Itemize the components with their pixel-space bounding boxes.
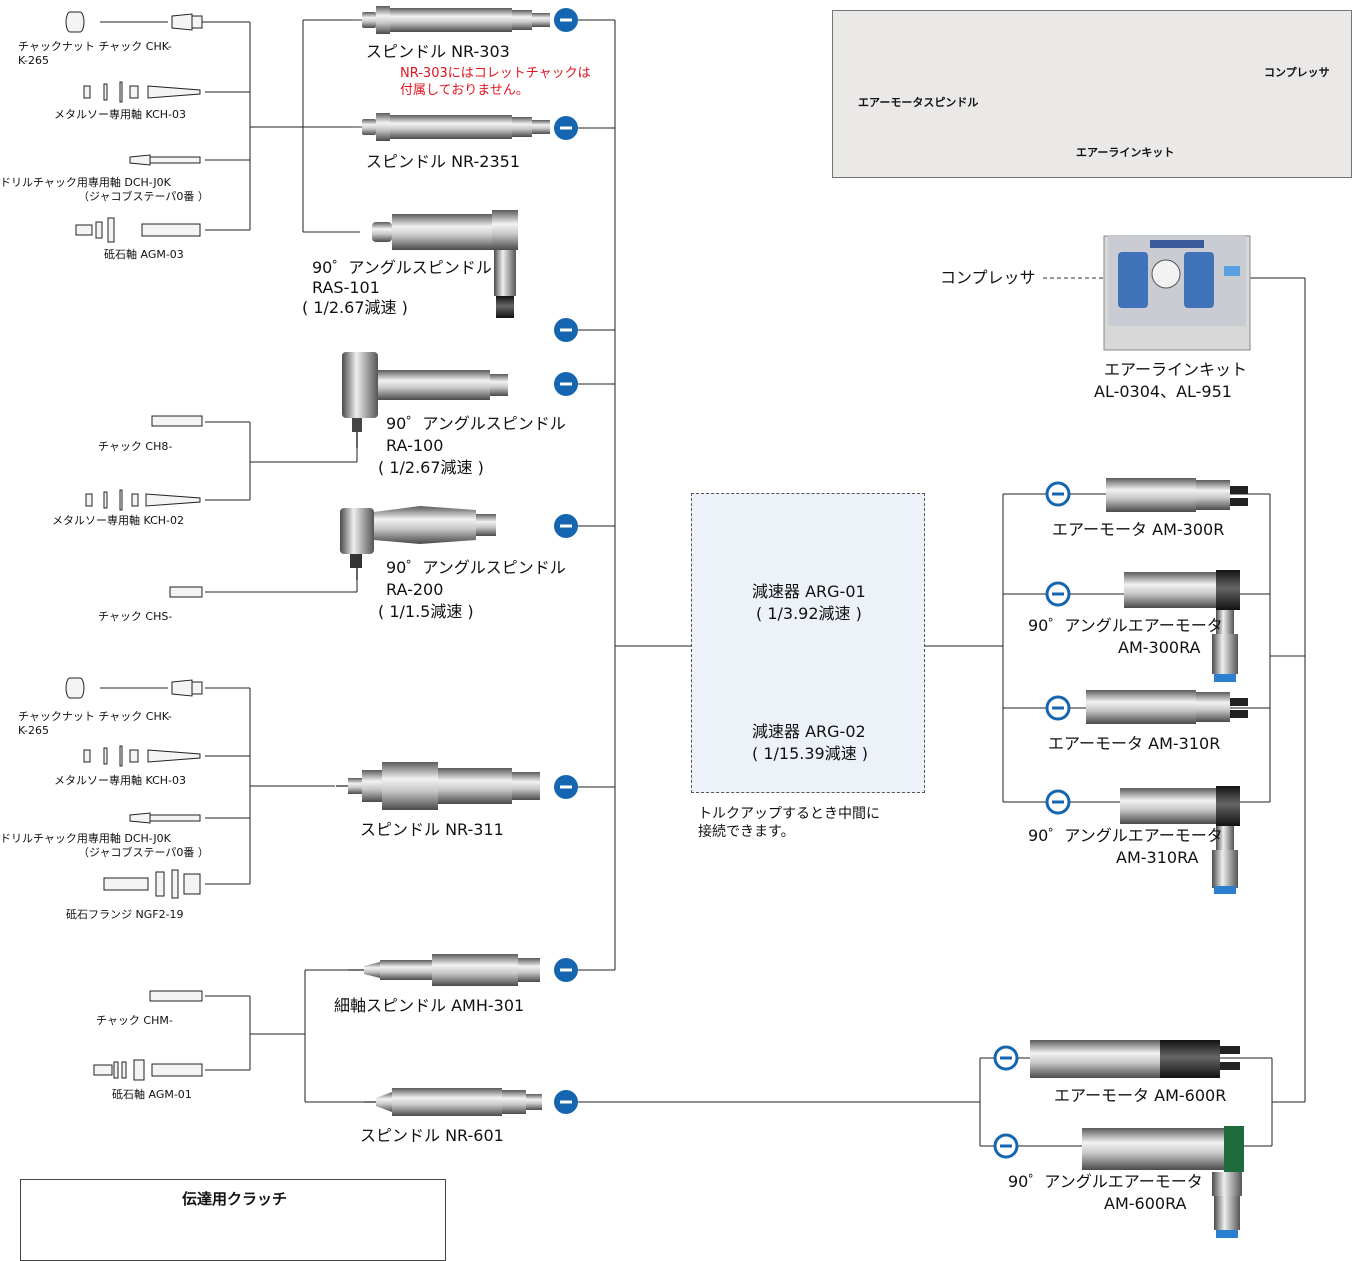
label-g4-dch-line2: （ジャコブステーパ0番 ） [78, 846, 209, 859]
label-g4-ngf: 砥石フランジ NGF2-19 [66, 908, 184, 921]
label-amh301: 細軸スピンドル AMH-301 [334, 996, 525, 1015]
label-nr601: スピンドル NR-601 [360, 1126, 504, 1145]
inset-spindle-label: エアーモータスピンドル [858, 96, 979, 109]
note-nr303-line1: NR-303にはコレットチャックは [400, 66, 591, 81]
label-ras101-line1: 90゜アングルスピンドル [312, 258, 492, 277]
motor-am310r-image [1086, 690, 1248, 724]
spindle-ra100-image [342, 352, 508, 448]
label-arg01-line2: ( 1/3.92減速 ) [756, 604, 862, 623]
label-g3-chs: チャック CHS- [98, 610, 173, 623]
inset-compressor-label: コンプレッサ [1264, 66, 1330, 79]
label-g2-ch8: チャック CH8- [98, 440, 173, 453]
label-g1-dch-line1: ドリルチャック用専用軸 DCH-J0K [0, 176, 171, 189]
label-am300ra-line2: AM-300RA [1118, 638, 1201, 657]
label-ra200-line1: 90゜アングルスピンドル [386, 558, 566, 577]
spindle-ras101-image [372, 210, 518, 318]
airline-kit-image [1103, 235, 1251, 351]
spindle-nr2351-image [352, 113, 550, 141]
label-nr311: スピンドル NR-311 [360, 820, 504, 839]
motor-am310ra-image [1120, 786, 1240, 894]
label-g1-agm03: 砥石軸 AGM-03 [104, 248, 184, 261]
label-am310r: エアーモータ AM-310R [1048, 734, 1221, 753]
label-ras101-line3: ( 1/2.67減速 ) [302, 298, 408, 317]
label-ra100-line2: RA-100 [386, 436, 444, 455]
label-am600r: エアーモータ AM-600R [1054, 1086, 1227, 1105]
label-g5-agm01: 砥石軸 AGM-01 [112, 1088, 192, 1101]
label-g4-chk-line2: K-265 [18, 724, 50, 737]
label-compressor: コンプレッサ [940, 268, 1036, 287]
label-am310ra-line1: 90゜アングルエアーモータ [1028, 826, 1223, 845]
motor-am300r-image [1106, 478, 1248, 512]
note-nr303-line2: 付属しておりません。 [400, 83, 529, 98]
reducer-box [691, 493, 925, 793]
label-am310ra-line2: AM-310RA [1116, 848, 1199, 867]
spindle-nr311-image [336, 762, 540, 810]
motor-am600r-image [1030, 1040, 1240, 1078]
label-g1-dch-line2: （ジャコブステーパ0番 ） [78, 190, 209, 203]
label-g4-kch03: メタルソー専用軸 KCH-03 [54, 774, 187, 787]
label-ras101-line2: RAS-101 [312, 278, 380, 297]
spindle-nr601-image [364, 1088, 542, 1116]
label-g4-chk-line1: チャックナット チャック CHK- [18, 710, 172, 723]
label-am300r: エアーモータ AM-300R [1052, 520, 1225, 539]
reducer-note-line2: 接続できます。 [698, 824, 795, 840]
label-ra100-line3: ( 1/2.67減速 ) [378, 458, 484, 477]
label-g1-chk-line2: K-265 [18, 54, 50, 67]
spindle-nr303-image [352, 6, 550, 34]
motor-am300ra-image [1124, 570, 1240, 682]
label-ra100-line1: 90゜アングルスピンドル [386, 414, 566, 433]
airline-inset-panel [832, 10, 1352, 178]
label-g4-dch-line1: ドリルチャック用専用軸 DCH-J0K [0, 832, 171, 845]
spindle-amh301-image [348, 954, 540, 986]
label-airline-kit-line1: エアーラインキット [1104, 360, 1248, 379]
label-arg02-line1: 減速器 ARG-02 [752, 722, 866, 741]
label-am300ra-line1: 90゜アングルエアーモータ [1028, 616, 1223, 635]
label-g5-chm: チャック CHM- [96, 1014, 173, 1027]
label-ra200-line2: RA-200 [386, 580, 444, 599]
label-ra200-line3: ( 1/1.5減速 ) [378, 602, 474, 621]
label-g1-kch03: メタルソー専用軸 KCH-03 [54, 108, 187, 121]
label-am600ra-line2: AM-600RA [1104, 1194, 1187, 1213]
label-arg02-line2: ( 1/15.39減速 ) [752, 744, 869, 763]
clutch-title: 伝達用クラッチ [182, 1190, 288, 1208]
label-g1-chk-line1: チャックナット チャック CHK- [18, 40, 172, 53]
label-nr303: スピンドル NR-303 [366, 42, 510, 61]
label-g2-kch02: メタルソー専用軸 KCH-02 [52, 514, 185, 527]
reducer-note-line1: トルクアップするとき中間に [698, 806, 880, 822]
inset-kit-label: エアーラインキット [1076, 146, 1175, 159]
spindle-ra200-image [340, 506, 496, 580]
accessory-icons [65, 11, 203, 1081]
label-am600ra-line1: 90゜アングルエアーモータ [1008, 1172, 1203, 1191]
motor-am600ra-image [1082, 1126, 1244, 1238]
label-airline-kit-line2: AL-0304、AL-951 [1094, 382, 1232, 401]
label-arg01-line1: 減速器 ARG-01 [752, 582, 866, 601]
label-nr2351: スピンドル NR-2351 [366, 152, 521, 171]
